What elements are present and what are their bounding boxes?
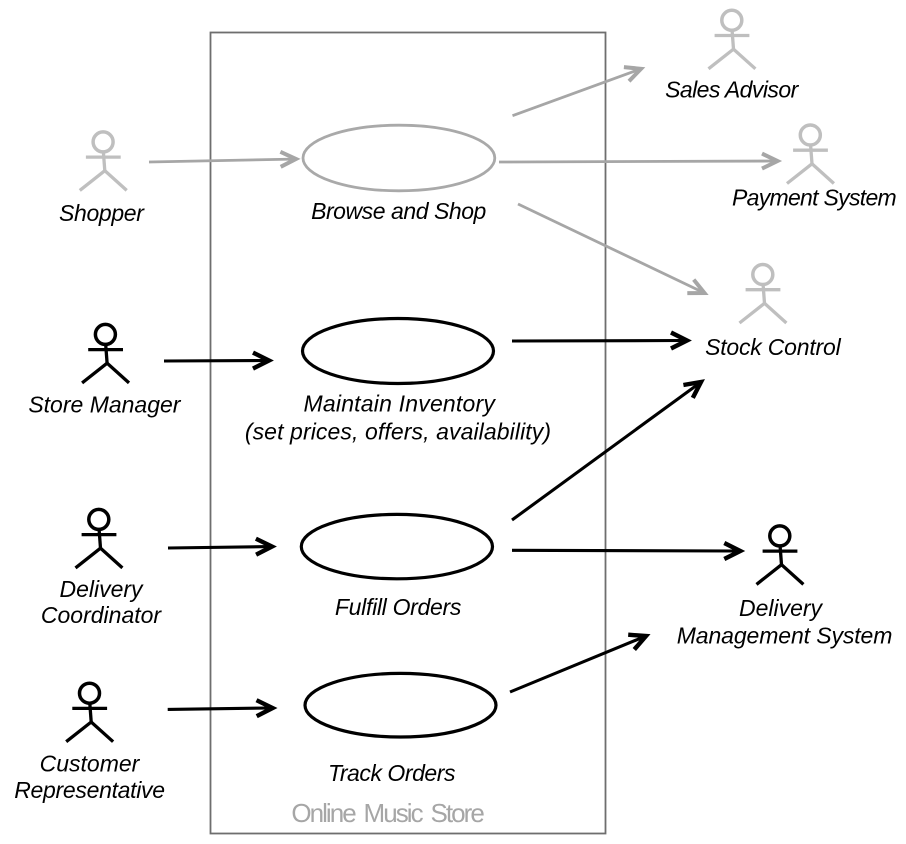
svg-text:Customer: Customer xyxy=(40,750,141,776)
svg-text:Maintain Inventory: Maintain Inventory xyxy=(304,391,497,417)
svg-text:Stock Control: Stock Control xyxy=(705,334,842,360)
svg-text:Sales Advisor: Sales Advisor xyxy=(665,76,800,102)
svg-text:Track Orders: Track Orders xyxy=(328,760,456,786)
svg-text:Online Music Store: Online Music Store xyxy=(291,798,484,828)
svg-text:(set prices, offers, availabil: (set prices, offers, availability) xyxy=(245,419,551,445)
svg-text:Browse and Shop: Browse and Shop xyxy=(311,198,486,224)
svg-text:Delivery: Delivery xyxy=(739,595,824,621)
svg-text:Management System: Management System xyxy=(677,623,893,649)
svg-text:Store Manager: Store Manager xyxy=(28,391,181,417)
svg-text:Delivery: Delivery xyxy=(59,576,144,602)
svg-text:Representative: Representative xyxy=(14,777,165,803)
svg-text:Coordinator: Coordinator xyxy=(41,602,163,628)
svg-text:Fulfill Orders: Fulfill Orders xyxy=(335,594,462,620)
svg-text:Payment System: Payment System xyxy=(732,185,897,211)
svg-text:Shopper: Shopper xyxy=(59,200,145,226)
